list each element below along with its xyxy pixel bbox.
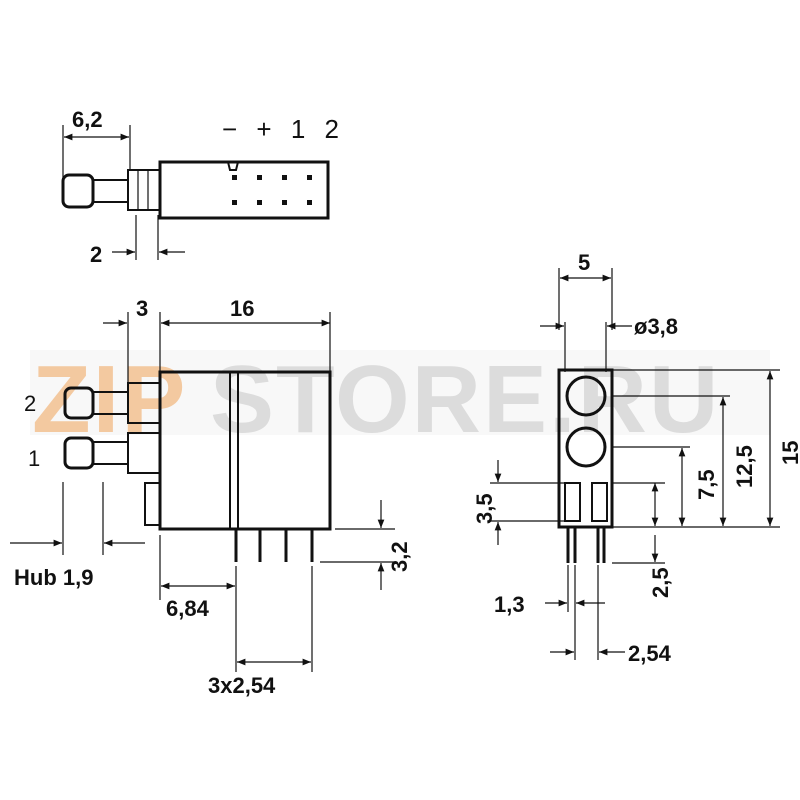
top-dim-gap: 2: [90, 242, 102, 267]
top-pin-labels: − + 1 2: [222, 114, 345, 144]
front-dim-gap: 2,5: [648, 567, 673, 598]
hub-label: Hub 1,9: [14, 565, 93, 590]
front-dim-pin-pitch: 2,54: [628, 641, 672, 666]
front-dim-h1: 7,5: [694, 469, 719, 500]
side-dim-offset: 6,84: [166, 596, 210, 621]
side-view: 3 16 2 1 Hub 1,9 3,2: [10, 296, 412, 698]
front-dim-pad: 3,5: [472, 493, 497, 524]
side-dim-pitch: 3x2,54: [208, 673, 276, 698]
watermark: ZIP STORE.RU: [30, 346, 770, 453]
watermark-zip: ZIP: [32, 346, 187, 453]
front-view: 5 ø3,8 3,5 7,5 12,5 15: [472, 250, 800, 666]
led-label-1: 1: [28, 446, 40, 471]
top-view: 6,2 − + 1 2 2: [61, 107, 345, 267]
top-pin-dots: [232, 175, 312, 205]
top-dim-width: 6,2: [72, 107, 103, 132]
front-dim-width: 5: [578, 250, 590, 275]
side-pins: [234, 529, 314, 562]
front-dim-h3: 15: [778, 441, 800, 465]
led-label-2: 2: [24, 391, 36, 416]
front-dim-pin-w: 1,3: [494, 592, 525, 617]
side-dim-stroke: 3: [136, 296, 148, 321]
side-dim-pin-len: 3,2: [387, 541, 412, 572]
side-dim-body: 16: [230, 296, 254, 321]
watermark-store: STORE.RU: [210, 346, 720, 453]
front-dim-h2: 12,5: [732, 445, 757, 488]
front-dim-led-dia: ø3,8: [634, 314, 678, 339]
